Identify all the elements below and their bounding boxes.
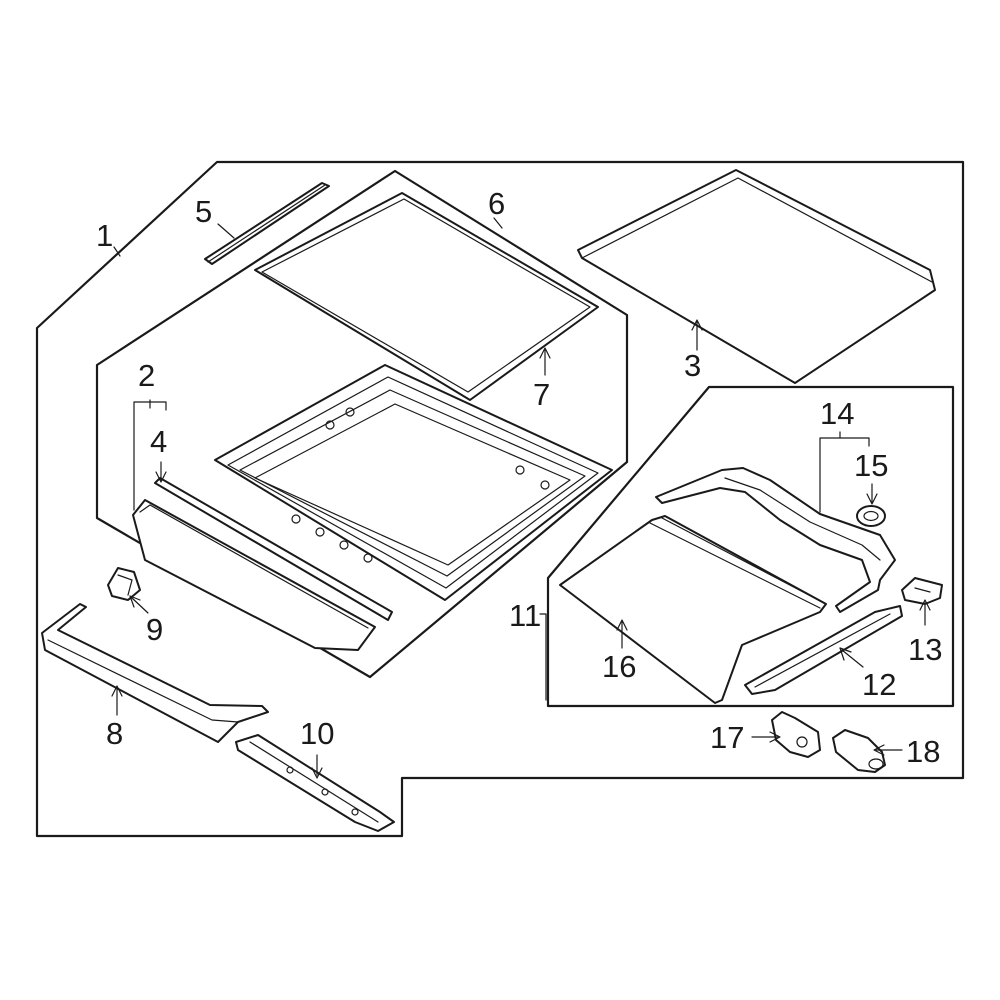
- part-13-bracket[interactable]: [901, 577, 943, 605]
- assembly-1-boundary: [35, 160, 965, 838]
- callout-4: 4: [150, 424, 167, 459]
- callout-13: 13: [908, 632, 942, 667]
- callout-16: 16: [602, 649, 636, 684]
- part-4-weatherstrip[interactable]: [154, 477, 393, 621]
- part-6-seal[interactable]: [254, 192, 599, 401]
- part-5-trim-strip[interactable]: [204, 182, 330, 265]
- part-16-sunshade[interactable]: [559, 515, 827, 704]
- part-10-guide-rail[interactable]: [235, 734, 395, 832]
- callout-15: 15: [854, 448, 888, 483]
- part-8-wind-deflector[interactable]: [41, 603, 269, 743]
- leader-lines: [111, 217, 931, 779]
- part-9-clip[interactable]: [107, 567, 141, 601]
- part-14-sunshade-frame[interactable]: [655, 467, 896, 613]
- sunshade-group-boundary: [546, 385, 955, 708]
- callout-18: 18: [906, 734, 940, 769]
- callout-1: 1: [96, 218, 113, 253]
- glass-group-boundary: [95, 169, 629, 679]
- part-15-grommet[interactable]: [856, 505, 886, 527]
- callout-3: 3: [684, 348, 701, 383]
- callout-9: 9: [146, 612, 163, 647]
- part-2-front-panel[interactable]: [132, 499, 376, 651]
- callout-14: 14: [820, 396, 854, 431]
- callout-12: 12: [862, 667, 896, 702]
- callout-17: 17: [710, 720, 744, 755]
- callout-7: 7: [533, 377, 550, 412]
- part-18-motor[interactable]: [832, 729, 886, 773]
- callout-10: 10: [300, 716, 334, 751]
- part-3-roof-panel[interactable]: [577, 169, 936, 384]
- part-17-motor-clip[interactable]: [771, 711, 821, 758]
- callout-2: 2: [138, 358, 155, 393]
- callout-5: 5: [195, 194, 212, 229]
- callout-11: 11: [509, 598, 541, 633]
- roof-frame[interactable]: [214, 364, 613, 601]
- part-12-side-rail[interactable]: [744, 605, 903, 695]
- callout-8: 8: [106, 716, 123, 751]
- callout-6: 6: [488, 186, 505, 221]
